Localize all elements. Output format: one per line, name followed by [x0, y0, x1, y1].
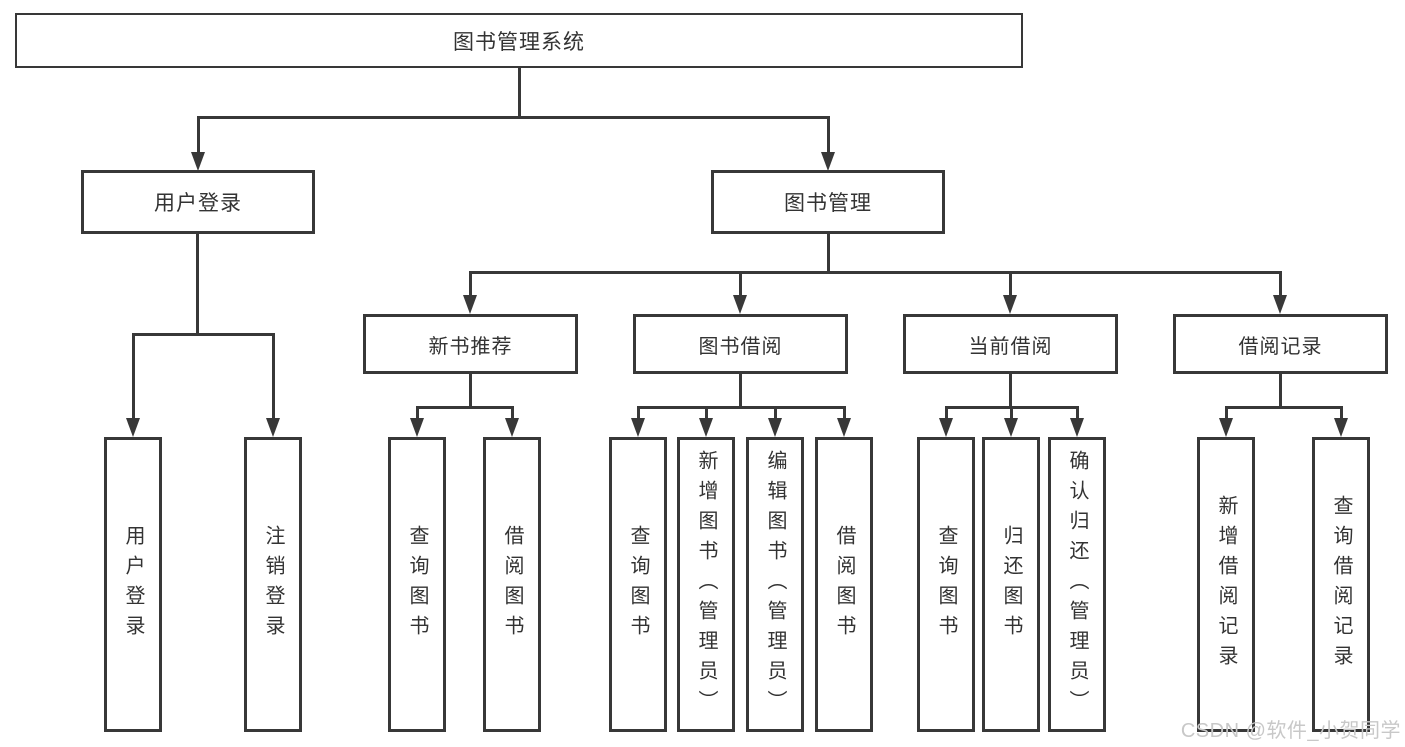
node-user-login-label: 用户登录 — [154, 192, 242, 215]
node-user-login: 用户登录 — [81, 170, 315, 234]
leaf-cur-return-books-label: 归还图书 — [1000, 524, 1022, 645]
watermark: CSDN @软件_小贺同学 — [1180, 720, 1401, 742]
leaf-rcd-query-record: 查询借阅记录 — [1312, 437, 1370, 732]
node-book-borrow-label: 图书借阅 — [698, 335, 783, 358]
connector-hline — [637, 406, 846, 409]
connector-arrow-line — [1076, 406, 1079, 420]
node-book-management-label: 图书管理 — [784, 192, 872, 215]
connector-stub — [518, 68, 521, 118]
leaf-user-login: 用户登录 — [104, 437, 162, 732]
leaf-bor-query-books: 查询图书 — [609, 437, 667, 732]
connector-arrow-line — [739, 271, 742, 297]
leaf-bor-edit-books-admin: 编辑图书（管理员） — [746, 437, 804, 732]
node-borrow-records-label: 借阅记录 — [1238, 335, 1323, 358]
arrowhead-down-icon — [505, 418, 519, 437]
connector-stub — [469, 374, 472, 409]
arrowhead-down-icon — [1070, 418, 1084, 437]
connector-arrow-line — [705, 406, 708, 420]
connector-arrow-line — [827, 116, 830, 154]
leaf-cur-confirm-return-admin-label: 确认归还（管理员） — [1066, 449, 1088, 720]
connector-hline — [469, 271, 1282, 274]
leaf-bor-add-books-admin: 新增图书（管理员） — [677, 437, 735, 732]
connector-arrow-line — [1010, 406, 1013, 420]
connector-hline — [1225, 406, 1343, 409]
connector-arrow-line — [197, 116, 200, 154]
leaf-rec-query-books: 查询图书 — [388, 437, 446, 732]
connector-stub — [196, 234, 199, 336]
node-new-book-recommend-label: 新书推荐 — [428, 335, 513, 358]
connector-arrow-line — [637, 406, 640, 420]
leaf-bor-query-books-label: 查询图书 — [627, 524, 649, 645]
arrowhead-down-icon — [266, 418, 280, 437]
node-book-borrow: 图书借阅 — [633, 314, 848, 374]
leaf-rcd-add-record: 新增借阅记录 — [1197, 437, 1255, 732]
node-current-borrow: 当前借阅 — [903, 314, 1118, 374]
connector-hline — [132, 333, 275, 336]
node-book-management: 图书管理 — [711, 170, 945, 234]
connector-arrow-line — [1009, 271, 1012, 297]
leaf-logout: 注销登录 — [244, 437, 302, 732]
leaf-rcd-add-record-label: 新增借阅记录 — [1215, 494, 1237, 675]
connector-stub — [1279, 374, 1282, 409]
connector-arrow-line — [945, 406, 948, 420]
connector-arrow-line — [1279, 271, 1282, 297]
leaf-rec-borrow-books-label: 借阅图书 — [501, 524, 523, 645]
arrowhead-down-icon — [1004, 418, 1018, 437]
arrowhead-down-icon — [410, 418, 424, 437]
connector-hline — [416, 406, 513, 409]
node-current-borrow-label: 当前借阅 — [968, 335, 1053, 358]
arrowhead-down-icon — [463, 295, 477, 314]
leaf-rec-borrow-books: 借阅图书 — [483, 437, 541, 732]
leaf-bor-edit-books-admin-label: 编辑图书（管理员） — [764, 449, 786, 720]
arrowhead-down-icon — [126, 418, 140, 437]
arrowhead-down-icon — [1219, 418, 1233, 437]
connector-stub — [1009, 374, 1012, 409]
arrowhead-down-icon — [1003, 295, 1017, 314]
arrowhead-down-icon — [699, 418, 713, 437]
connector-arrow-line — [843, 406, 846, 420]
leaf-user-login-label: 用户登录 — [122, 524, 144, 645]
leaf-bor-add-books-admin-label: 新增图书（管理员） — [695, 449, 717, 720]
connector-arrow-line — [272, 333, 275, 419]
arrowhead-down-icon — [191, 152, 205, 171]
connector-stub — [739, 374, 742, 409]
connector-arrow-line — [132, 333, 135, 419]
leaf-cur-query-books: 查询图书 — [917, 437, 975, 732]
arrowhead-down-icon — [1334, 418, 1348, 437]
connector-arrow-line — [1340, 406, 1343, 420]
arrowhead-down-icon — [939, 418, 953, 437]
leaf-cur-confirm-return-admin: 确认归还（管理员） — [1048, 437, 1106, 732]
leaf-bor-borrow-books: 借阅图书 — [815, 437, 873, 732]
arrowhead-down-icon — [631, 418, 645, 437]
leaf-logout-label: 注销登录 — [262, 524, 284, 645]
node-root: 图书管理系统 — [15, 13, 1023, 68]
leaf-cur-return-books: 归还图书 — [982, 437, 1040, 732]
leaf-rcd-query-record-label: 查询借阅记录 — [1330, 494, 1352, 675]
leaf-cur-query-books-label: 查询图书 — [935, 524, 957, 645]
connector-arrow-line — [774, 406, 777, 420]
arrowhead-down-icon — [768, 418, 782, 437]
arrowhead-down-icon — [821, 152, 835, 171]
arrowhead-down-icon — [1273, 295, 1287, 314]
node-new-book-recommend: 新书推荐 — [363, 314, 578, 374]
connector-hline — [197, 116, 830, 119]
arrowhead-down-icon — [733, 295, 747, 314]
node-borrow-records: 借阅记录 — [1173, 314, 1388, 374]
leaf-rec-query-books-label: 查询图书 — [406, 524, 428, 645]
leaf-bor-borrow-books-label: 借阅图书 — [833, 524, 855, 645]
connector-arrow-line — [1225, 406, 1228, 420]
connector-arrow-line — [511, 406, 514, 420]
connector-arrow-line — [416, 406, 419, 420]
connector-stub — [827, 234, 830, 273]
node-root-label: 图书管理系统 — [453, 30, 585, 54]
arrowhead-down-icon — [837, 418, 851, 437]
connector-arrow-line — [469, 271, 472, 297]
